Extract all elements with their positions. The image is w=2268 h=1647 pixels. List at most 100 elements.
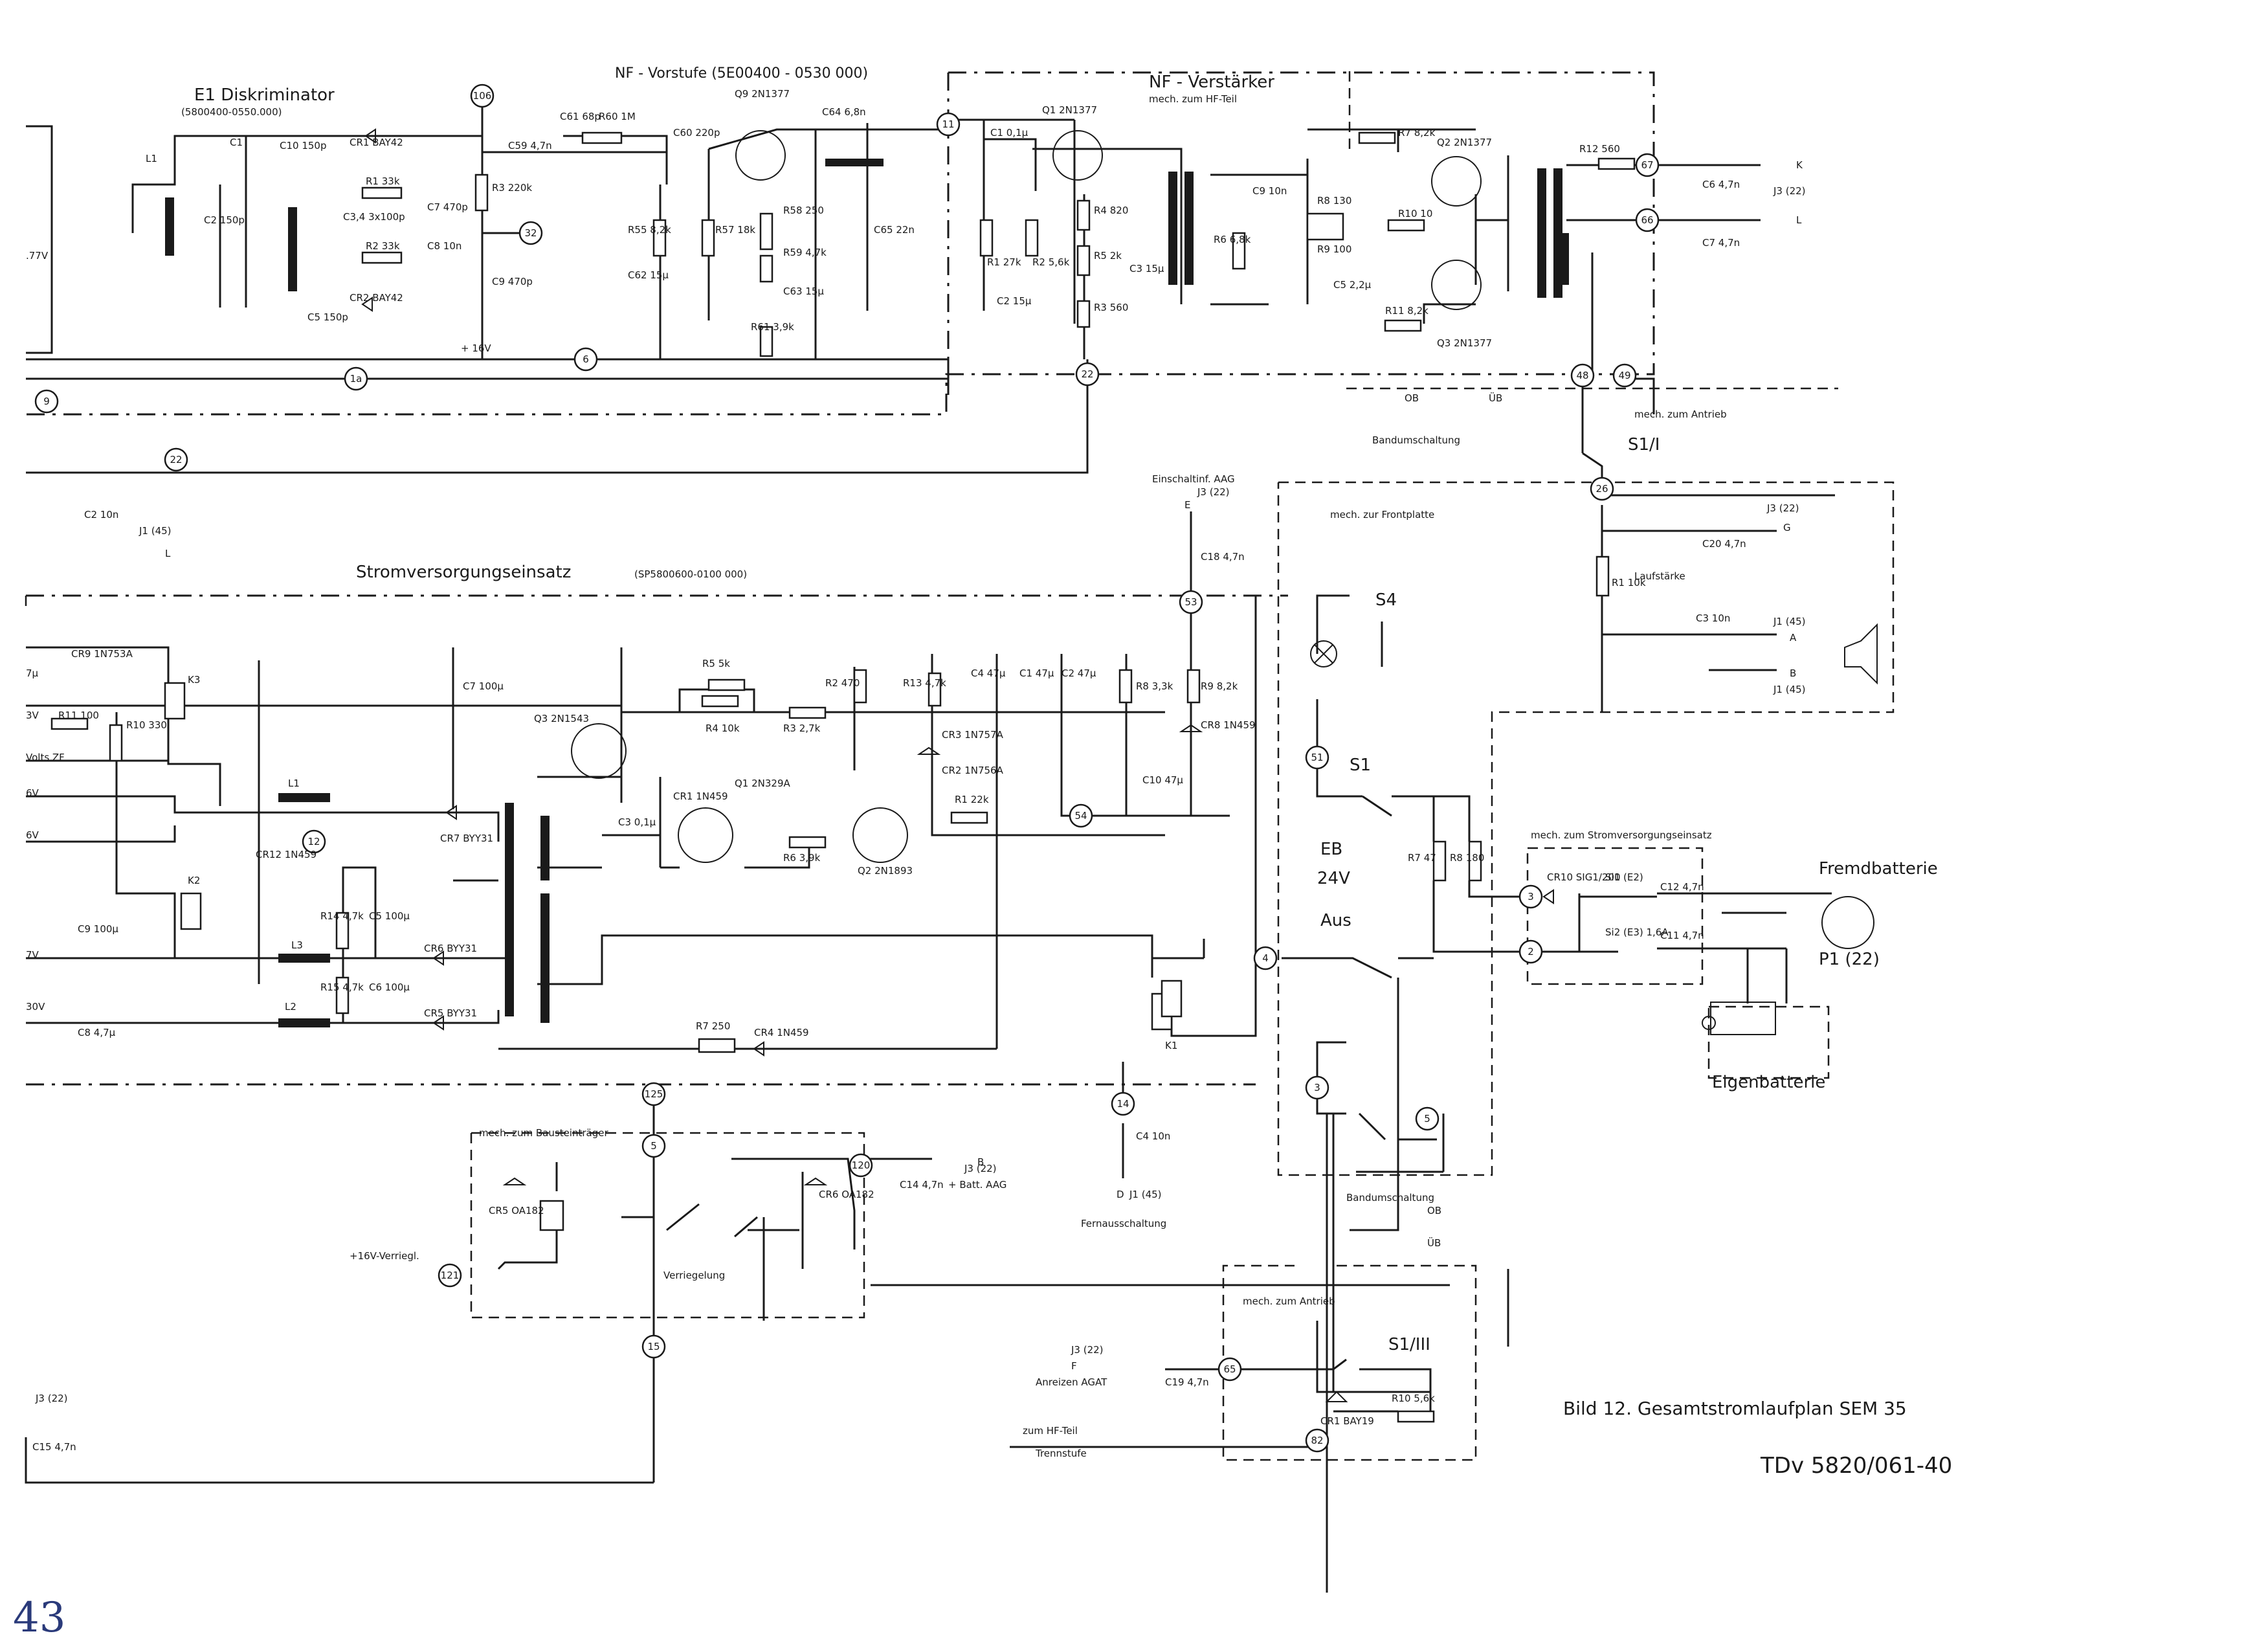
label-r8-ps: R8 3,3k [1136, 680, 1173, 692]
label-k2: K2 [188, 875, 200, 886]
label-cr9: CR9 1N753A [71, 648, 133, 660]
switch-wiring [497, 594, 1832, 1593]
section-title-diskriminator: E1 Diskriminator [194, 85, 335, 105]
label-c7-ps: C7 100μ [463, 680, 504, 692]
label-si2: Si2 (E3) 1,6A [1605, 926, 1669, 938]
label-r12-nf: R12 560 [1579, 143, 1620, 155]
label-l2: L2 [285, 1001, 296, 1013]
node: 2 [1518, 939, 1543, 964]
node: 1a [344, 366, 368, 391]
label-switch-aus: Aus [1320, 911, 1351, 930]
node: 22 [164, 447, 188, 472]
label-r4-ps: R4 10k [706, 723, 740, 734]
label-j1-45-left: J1 (45) [139, 525, 172, 537]
annotation-verriegelung: Verriegelung [663, 1270, 725, 1281]
label-c62: C62 15μ [628, 269, 669, 281]
label-c63: C63 15μ [783, 286, 824, 297]
label-l-left: L [165, 548, 171, 559]
caption: Bild 12. Gesamtstromlaufplan SEM 35 TDv … [1563, 1398, 1952, 1479]
top-section-wiring [26, 104, 1835, 712]
label-j1-45-b: J1 (45) [1773, 684, 1806, 695]
label-c6-ps: C6 100μ [369, 981, 410, 993]
annotation-laufstaerke: Laufstärke [1634, 570, 1685, 582]
node: 14 [1111, 1092, 1135, 1116]
label-r5-ps: R5 5k [702, 658, 730, 669]
label-left-30v: 30V [26, 1001, 45, 1013]
label-left-volts-zf: Volts ZF [26, 752, 65, 763]
label-cr6-v: CR6 OA182 [819, 1189, 874, 1200]
label-cr5: CR5 BYY31 [424, 1007, 477, 1019]
svg-text:12: 12 [307, 836, 320, 847]
label-cr2-top: CR2 BAY42 [350, 292, 403, 304]
label-c9-top: C9 470p [492, 276, 533, 287]
label-cr1-top: CR1 BAY42 [350, 137, 403, 148]
label-r9-nf: R9 100 [1317, 243, 1351, 255]
label-r13: R13 4,7k [903, 677, 946, 689]
node: 121 [438, 1263, 462, 1288]
annotation-antrieb-top: mech. zum Antrieb [1634, 409, 1727, 420]
node: 51 [1305, 745, 1329, 770]
label-r10-ps: R10 330 [126, 719, 167, 731]
top-transistors [735, 130, 1482, 310]
label-left-7u: 7μ [26, 667, 39, 679]
label-c2-left: C2 10n [84, 509, 118, 521]
label-c5-ps: C5 100μ [369, 910, 410, 922]
label-r2-top: R2 33k [366, 240, 400, 252]
annotation-bausteintraeger: mech. zum Bausteinträger [479, 1127, 608, 1139]
annotation-supply-16v: + 16V [461, 342, 491, 354]
power-supply-transistors [571, 723, 908, 863]
node: 106 [470, 84, 495, 108]
label-cr10: CR10 SIG1/200 [1547, 871, 1621, 883]
label-c64: C64 6,8n [822, 106, 866, 118]
label-c2-nf: C2 15μ [997, 295, 1032, 307]
label-c2-ps: C2 47μ [1062, 667, 1096, 679]
svg-text:82: 82 [1311, 1435, 1323, 1446]
label-c61: C61 68p [560, 111, 601, 122]
label-j3-22-k: J3 (22) [1773, 185, 1806, 197]
svg-text:11: 11 [942, 118, 954, 130]
label-r2-nf: R2 5,6k [1032, 256, 1070, 268]
label-c5-top: C5 150p [307, 311, 348, 323]
label-f: F [1071, 1360, 1077, 1372]
label-c60: C60 220p [673, 127, 720, 139]
svg-text:49: 49 [1618, 370, 1630, 381]
node: 12 [302, 829, 326, 854]
label-cr12: CR12 1N459 [256, 849, 317, 860]
caption-title: Bild 12. Gesamtstromlaufplan SEM 35 [1563, 1398, 1907, 1419]
label-j3-22-e: J3 (22) [1197, 486, 1230, 498]
annotation-fernausschaltung: Fernausschaltung [1081, 1218, 1166, 1229]
label-c1-ps: C1 47μ [1019, 667, 1054, 679]
label-cr1-ps: CR1 1N459 [673, 790, 728, 802]
front-panel-symbols [1310, 623, 1878, 1035]
label-c8-ps: C8 4,7μ [78, 1027, 116, 1038]
label-q3-ps: Q3 2N1543 [534, 713, 589, 724]
node: 48 [1570, 363, 1595, 388]
node: 4 [1253, 946, 1278, 970]
label-r11-ps: R11 100 [58, 710, 99, 721]
annotation-stromversorgungseinsatz: mech. zum Stromversorgungseinsatz [1531, 829, 1712, 841]
node: 3 [1305, 1075, 1329, 1100]
svg-text:54: 54 [1074, 810, 1087, 822]
label-c20: C20 4,7n [1702, 538, 1746, 550]
label-c3-top: C3,4 3x100p [343, 211, 405, 223]
label-r1-vol: R1 10k [1612, 577, 1646, 588]
caption-doc-number: TDv 5820/061-40 [1760, 1453, 1952, 1479]
label-k1: K1 [1165, 1040, 1177, 1051]
label-r11-nf: R11 8,2k [1385, 305, 1429, 317]
label-c12: C12 4,7n [1660, 881, 1704, 893]
label-c1-top: C1 [230, 137, 243, 148]
label-q2-nf: Q2 2N1377 [1437, 137, 1492, 148]
label-r10-b: R10 5,6k [1392, 1393, 1435, 1404]
svg-text:48: 48 [1576, 370, 1588, 381]
label-c9-ps: C9 100μ [78, 923, 118, 935]
label-si1: Si1 (E2) [1605, 871, 1643, 883]
node: 15 [641, 1334, 666, 1359]
label-r5-nf: R5 2k [1094, 250, 1122, 262]
svg-text:22: 22 [1081, 368, 1093, 380]
top-coils [165, 159, 1569, 298]
annotation-trennstufe: Trennstufe [1035, 1448, 1087, 1459]
label-cr8: CR8 1N459 [1201, 719, 1256, 731]
label-cr7: CR7 BYY31 [440, 833, 493, 844]
node: 22 [1075, 362, 1100, 387]
